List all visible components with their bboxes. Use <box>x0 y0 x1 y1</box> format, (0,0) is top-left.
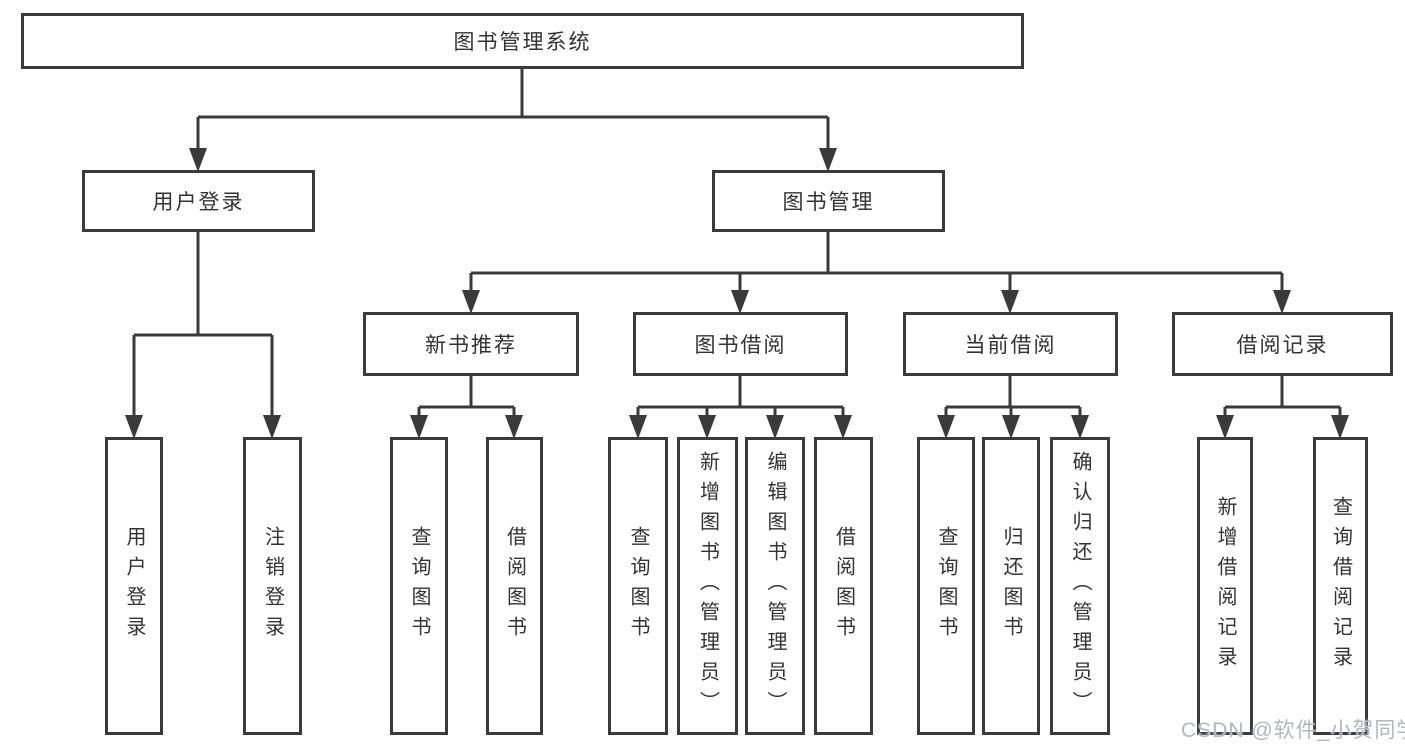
leaf-borrow-query-books: 查询图书 <box>608 437 668 735</box>
node-book-borrowing-label: 图书借阅 <box>694 334 787 357</box>
node-current-borrowing: 当前借阅 <box>903 312 1118 376</box>
leaf-recommend-borrow-books: 借阅图书 <box>486 437 543 735</box>
node-new-book-recommendation: 新书推荐 <box>363 312 579 376</box>
leaf-recommend-query-books: 查询图书 <box>390 437 448 735</box>
leaf-return-books: 归还图书 <box>982 437 1040 735</box>
node-root-label: 图书管理系统 <box>453 31 592 54</box>
leaf-user-login-label: 用户登录 <box>123 526 145 646</box>
leaf-logout: 注销登录 <box>243 437 302 735</box>
leaf-borrow-books: 借阅图书 <box>814 437 873 735</box>
leaf-confirm-return-admin: 确认归还（管理员） <box>1050 437 1110 735</box>
node-user-login-label: 用户登录 <box>152 191 245 214</box>
leaf-add-book-admin-label: 新增图书（管理员） <box>696 451 719 721</box>
leaf-recommend-borrow-books-label: 借阅图书 <box>503 526 526 646</box>
leaf-recommend-query-books-label: 查询图书 <box>408 526 430 646</box>
node-new-book-recommendation-label: 新书推荐 <box>425 334 517 357</box>
node-book-management: 图书管理 <box>712 170 945 232</box>
leaf-edit-book-admin-label: 编辑图书（管理员） <box>764 451 786 721</box>
node-book-management-label: 图书管理 <box>782 191 875 214</box>
leaf-add-borrow-record: 新增借阅记录 <box>1197 437 1253 735</box>
leaf-borrow-query-books-label: 查询图书 <box>627 526 649 646</box>
leaf-add-borrow-record-label: 新增借阅记录 <box>1214 496 1236 676</box>
leaf-logout-label: 注销登录 <box>261 526 284 646</box>
leaf-query-borrow-record: 查询借阅记录 <box>1313 437 1368 735</box>
leaf-edit-book-admin: 编辑图书（管理员） <box>745 437 805 735</box>
leaf-return-books-label: 归还图书 <box>1000 526 1022 646</box>
leaf-add-book-admin: 新增图书（管理员） <box>677 437 738 735</box>
node-root: 图书管理系统 <box>21 13 1024 69</box>
node-current-borrowing-label: 当前借阅 <box>964 334 1057 357</box>
leaf-current-query-books-label: 查询图书 <box>935 526 957 646</box>
node-borrowing-records: 借阅记录 <box>1172 312 1393 376</box>
leaf-current-query-books: 查询图书 <box>917 437 975 735</box>
node-borrowing-records-label: 借阅记录 <box>1236 334 1329 357</box>
watermark: CSDN @软件_小贺同学 <box>1181 719 1405 742</box>
node-book-borrowing: 图书借阅 <box>633 312 848 376</box>
leaf-confirm-return-admin-label: 确认归还（管理员） <box>1069 451 1091 721</box>
leaf-user-login: 用户登录 <box>105 437 163 735</box>
leaf-borrow-books-label: 借阅图书 <box>832 526 855 646</box>
leaf-query-borrow-record-label: 查询借阅记录 <box>1329 496 1352 676</box>
node-user-login: 用户登录 <box>82 170 315 232</box>
